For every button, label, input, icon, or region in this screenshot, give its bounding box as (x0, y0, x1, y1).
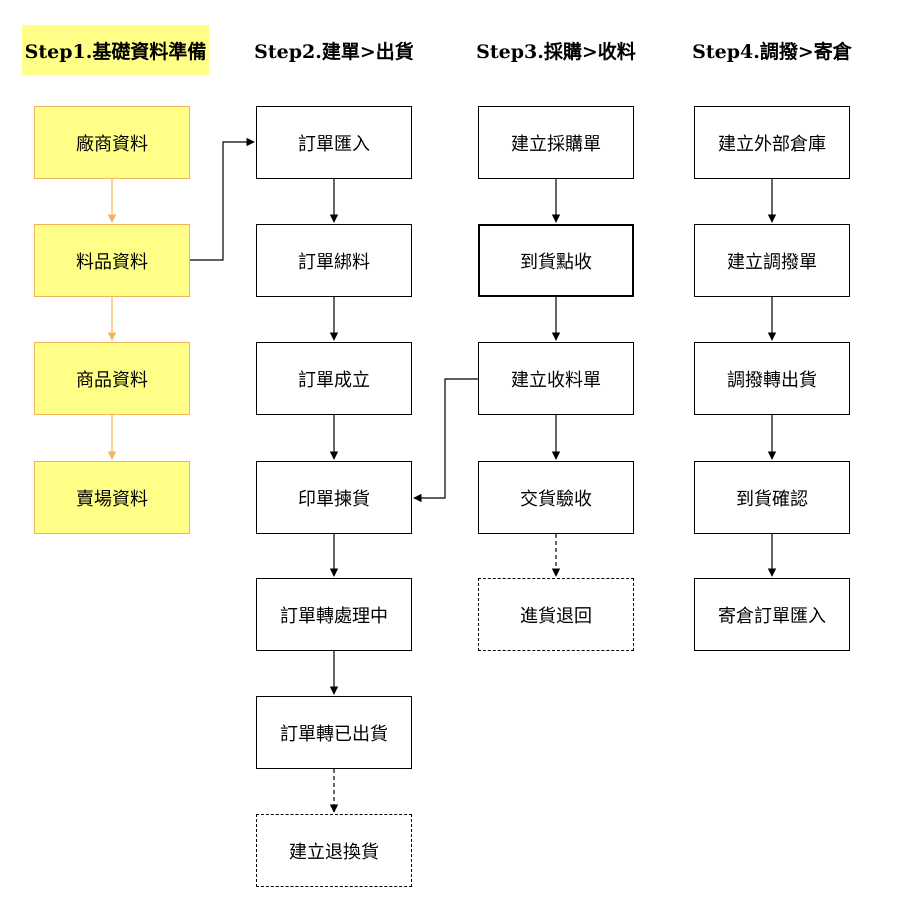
node-create-return-exchange[interactable]: 建立退換貨 (256, 814, 412, 887)
step4-title: Step4.調撥>寄倉 (692, 40, 852, 63)
node-order-established[interactable]: 訂單成立 (256, 342, 412, 415)
node-order-bind-material[interactable]: 訂單綁料 (256, 224, 412, 297)
node-create-purchase-order[interactable]: 建立採購單 (478, 106, 634, 179)
step1-title: Step1.基礎資料準備 (22, 25, 209, 75)
node-order-import[interactable]: 訂單匯入 (256, 106, 412, 179)
node-store-data[interactable]: 賣場資料 (34, 461, 190, 534)
node-print-picking[interactable]: 印單揀貨 (256, 461, 412, 534)
step3-title: Step3.採購>收料 (476, 40, 636, 63)
arrow-material-to-order-import (190, 137, 255, 261)
node-order-processing[interactable]: 訂單轉處理中 (256, 578, 412, 651)
node-purchase-return[interactable]: 進貨退回 (478, 578, 634, 651)
node-vendor-data[interactable]: 廠商資料 (34, 106, 190, 179)
node-order-shipped[interactable]: 訂單轉已出貨 (256, 696, 412, 769)
node-create-transfer-order[interactable]: 建立調撥單 (694, 224, 850, 297)
node-create-receiving-order[interactable]: 建立收料單 (478, 342, 634, 415)
node-consignment-order-import[interactable]: 寄倉訂單匯入 (694, 578, 850, 651)
node-arrival-confirm[interactable]: 到貨確認 (694, 461, 850, 534)
node-material-data[interactable]: 料品資料 (34, 224, 190, 297)
step2-title: Step2.建單>出貨 (254, 40, 414, 63)
node-create-external-warehouse[interactable]: 建立外部倉庫 (694, 106, 850, 179)
node-delivery-inspection[interactable]: 交貨驗收 (478, 461, 634, 534)
node-arrival-check[interactable]: 到貨點收 (478, 224, 634, 297)
arrow-receiving-to-picking (413, 378, 478, 503)
node-product-data[interactable]: 商品資料 (34, 342, 190, 415)
node-transfer-to-shipment[interactable]: 調撥轉出貨 (694, 342, 850, 415)
